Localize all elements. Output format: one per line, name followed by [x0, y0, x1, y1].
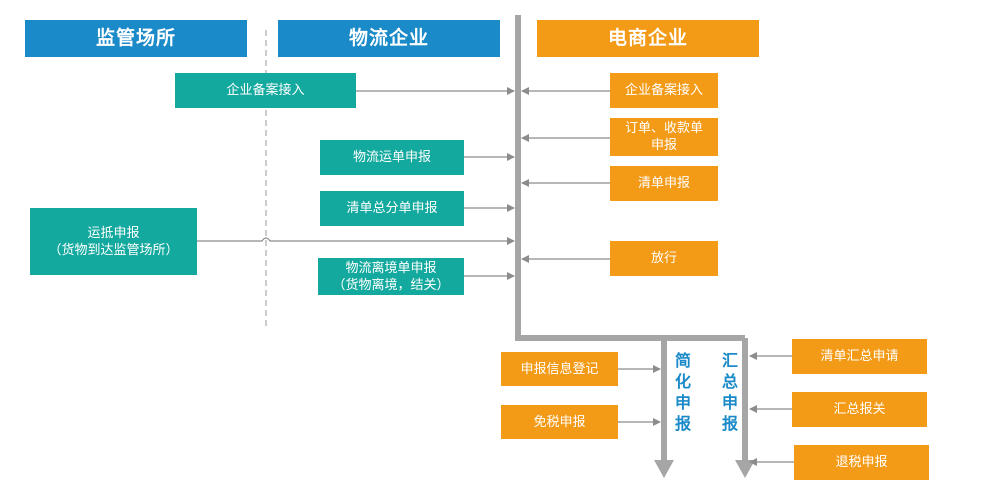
- summary-arrow-head: [735, 460, 755, 478]
- box-departure-line2: （货物离境，结关）: [332, 277, 450, 293]
- box-arrival-line2: （货物到达监管场所）: [48, 242, 179, 258]
- box-list-declare: 清单申报: [610, 166, 718, 201]
- label-simplified-declare: 简化申报: [674, 351, 691, 433]
- box-waybill: 物流运单申报: [320, 140, 464, 175]
- box-order-line2: 申报: [650, 138, 677, 153]
- simplified-arrow-head: [654, 460, 674, 478]
- box-summary-customs: 汇总报关: [792, 392, 927, 427]
- box-tax-free: 免税申报: [501, 405, 618, 439]
- box-order: 订单、收款单 申报: [610, 118, 718, 156]
- label-summary-declare: 汇总申报: [721, 351, 738, 433]
- box-departure-line1: 物流离境单申报: [345, 260, 437, 276]
- box-list-summary-apply: 清单汇总申请: [792, 339, 927, 374]
- header-ecommerce: 电商企业: [537, 20, 759, 57]
- box-manifest: 清单总分单申报: [320, 191, 464, 226]
- box-release: 放行: [610, 241, 718, 276]
- box-arrival: 运抵申报 （货物到达监管场所）: [30, 208, 197, 275]
- box-info-register: 申报信息登记: [501, 352, 618, 386]
- box-tax-refund: 退税申报: [794, 445, 929, 480]
- box-order-line1: 订单、收款单: [624, 121, 703, 136]
- header-regulator: 监管场所: [25, 20, 247, 57]
- header-logistics: 物流企业: [278, 20, 500, 57]
- box-arrival-line1: 运抵申报: [87, 225, 140, 241]
- wire-arrival: [197, 237, 515, 245]
- box-departure: 物流离境单申报 （货物离境，结关）: [318, 258, 464, 295]
- box-filing-right: 企业备案接入: [610, 73, 718, 108]
- box-filing-left: 企业备案接入: [175, 73, 356, 108]
- main-trunk: [515, 15, 745, 341]
